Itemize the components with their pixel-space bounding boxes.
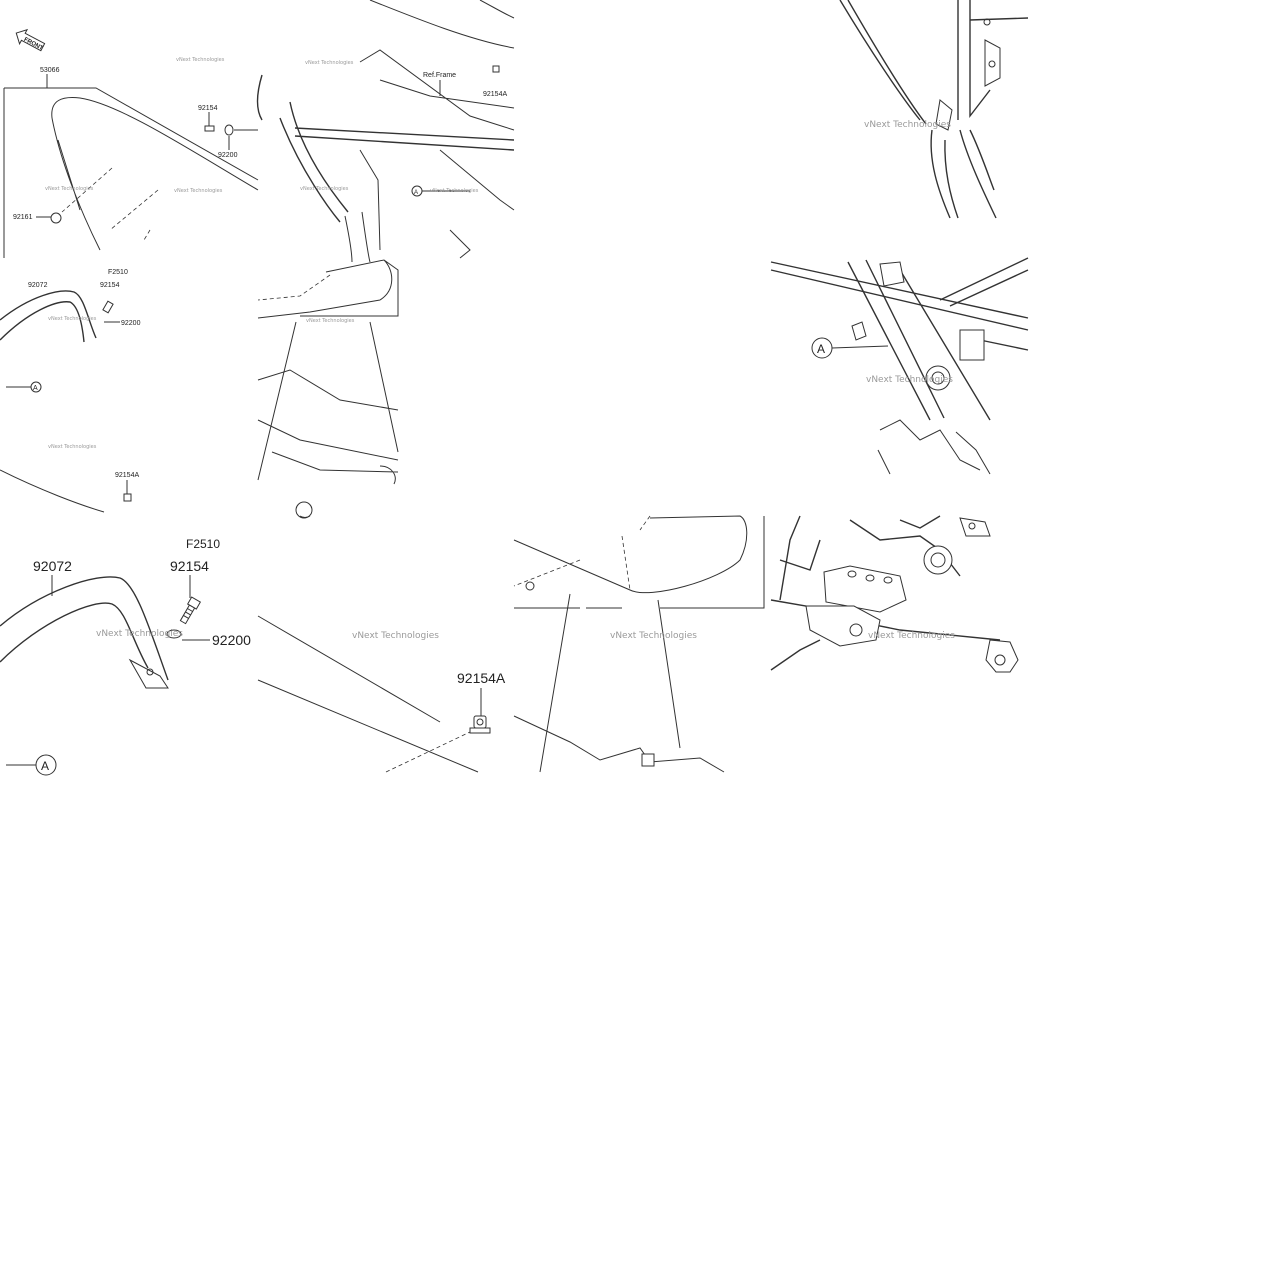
watermark-callout: vNext Technologies xyxy=(866,375,953,385)
lower-frame-detail xyxy=(257,369,399,485)
callout-a-frame-label: A xyxy=(817,342,825,356)
svg-text:vNext Technologies: vNext Technologies xyxy=(300,186,349,192)
part-92161: 92161 xyxy=(13,214,33,221)
fender-outline xyxy=(257,259,399,319)
part-92154A-rear: 92154A xyxy=(483,91,507,98)
part-92154: 92154 xyxy=(170,558,209,574)
watermark-frame: vNext Technologies xyxy=(864,120,951,130)
watermark-lower: vNext Technologies xyxy=(868,631,955,641)
svg-text:A: A xyxy=(33,385,38,392)
seat-bracket-line xyxy=(4,87,259,181)
strap-zoom-panel: F2510 92072 92154 92200 A vNext Technolo… xyxy=(0,537,251,776)
part-92072-small: 92072 xyxy=(28,282,48,289)
svg-text:vNext Technologies: vNext Technologies xyxy=(48,316,97,322)
svg-text:vNext Technologies: vNext Technologies xyxy=(430,188,479,194)
strap-92072-small xyxy=(0,290,97,343)
svg-text:vNext Technologies: vNext Technologies xyxy=(305,60,354,66)
fender-zoom-panel: vNext Technologies xyxy=(513,515,765,773)
overview-panel: FRONT 53066 92161 92154 92200 92072 F251… xyxy=(0,0,515,519)
svg-text:A: A xyxy=(414,190,418,196)
lower-frame-zoom-panel: vNext Technologies xyxy=(770,515,1019,673)
washer-92200 xyxy=(166,629,182,639)
rear-subframe xyxy=(359,49,515,259)
nut-92161 xyxy=(50,212,62,224)
bolt-92154-top xyxy=(204,125,215,132)
watermark-rear: vNext Technologies xyxy=(352,631,439,641)
overview-watermarks: vNext Technologies vNext Technologies vN… xyxy=(45,57,479,450)
callout-a-strap-label: A xyxy=(41,759,49,773)
svg-text:vNext Technologies: vNext Technologies xyxy=(45,186,94,192)
seat-top-curve xyxy=(369,0,515,49)
front-arrow-icon: FRONT xyxy=(15,28,46,52)
note-f2510: F2510 xyxy=(186,537,220,551)
frame-zoom-panel: vNext Technologies xyxy=(839,0,1029,219)
bolt-92154A xyxy=(469,715,491,734)
part-92200: 92200 xyxy=(212,632,251,648)
strap-92072 xyxy=(0,576,169,681)
ref-frame-label: Ref.Frame xyxy=(423,72,456,79)
part-53066: 53066 xyxy=(40,67,60,74)
bolt-92154A-rear xyxy=(492,65,500,73)
svg-text:vNext Technologies: vNext Technologies xyxy=(176,57,225,63)
watermark-fender: vNext Technologies xyxy=(610,631,697,641)
part-92200-top: 92200 xyxy=(218,152,238,159)
note-f2510-small: F2510 xyxy=(108,269,128,276)
part-92154A-bottom: 92154A xyxy=(115,472,139,479)
part-92200-strap-small: 92200 xyxy=(121,320,141,327)
seat-outline xyxy=(51,97,259,251)
washer-92200-top xyxy=(224,124,234,136)
watermark-strap: vNext Technologies xyxy=(96,629,183,639)
frame-tube xyxy=(256,74,515,223)
part-92154A: 92154A xyxy=(457,670,506,686)
svg-text:vNext Technologies: vNext Technologies xyxy=(174,188,223,194)
callout-frame-zoom-panel: A vNext Technologies xyxy=(770,257,1029,475)
svg-text:vNext Technologies: vNext Technologies xyxy=(306,318,355,324)
bolt-92154 xyxy=(179,596,202,625)
part-92154-strap-small: 92154 xyxy=(100,282,120,289)
part-92072: 92072 xyxy=(33,558,72,574)
rear-bolt-zoom-panel: 92154A vNext Technologies xyxy=(257,515,506,773)
part-92154-top: 92154 xyxy=(198,105,218,112)
svg-text:vNext Technologies: vNext Technologies xyxy=(48,444,97,450)
